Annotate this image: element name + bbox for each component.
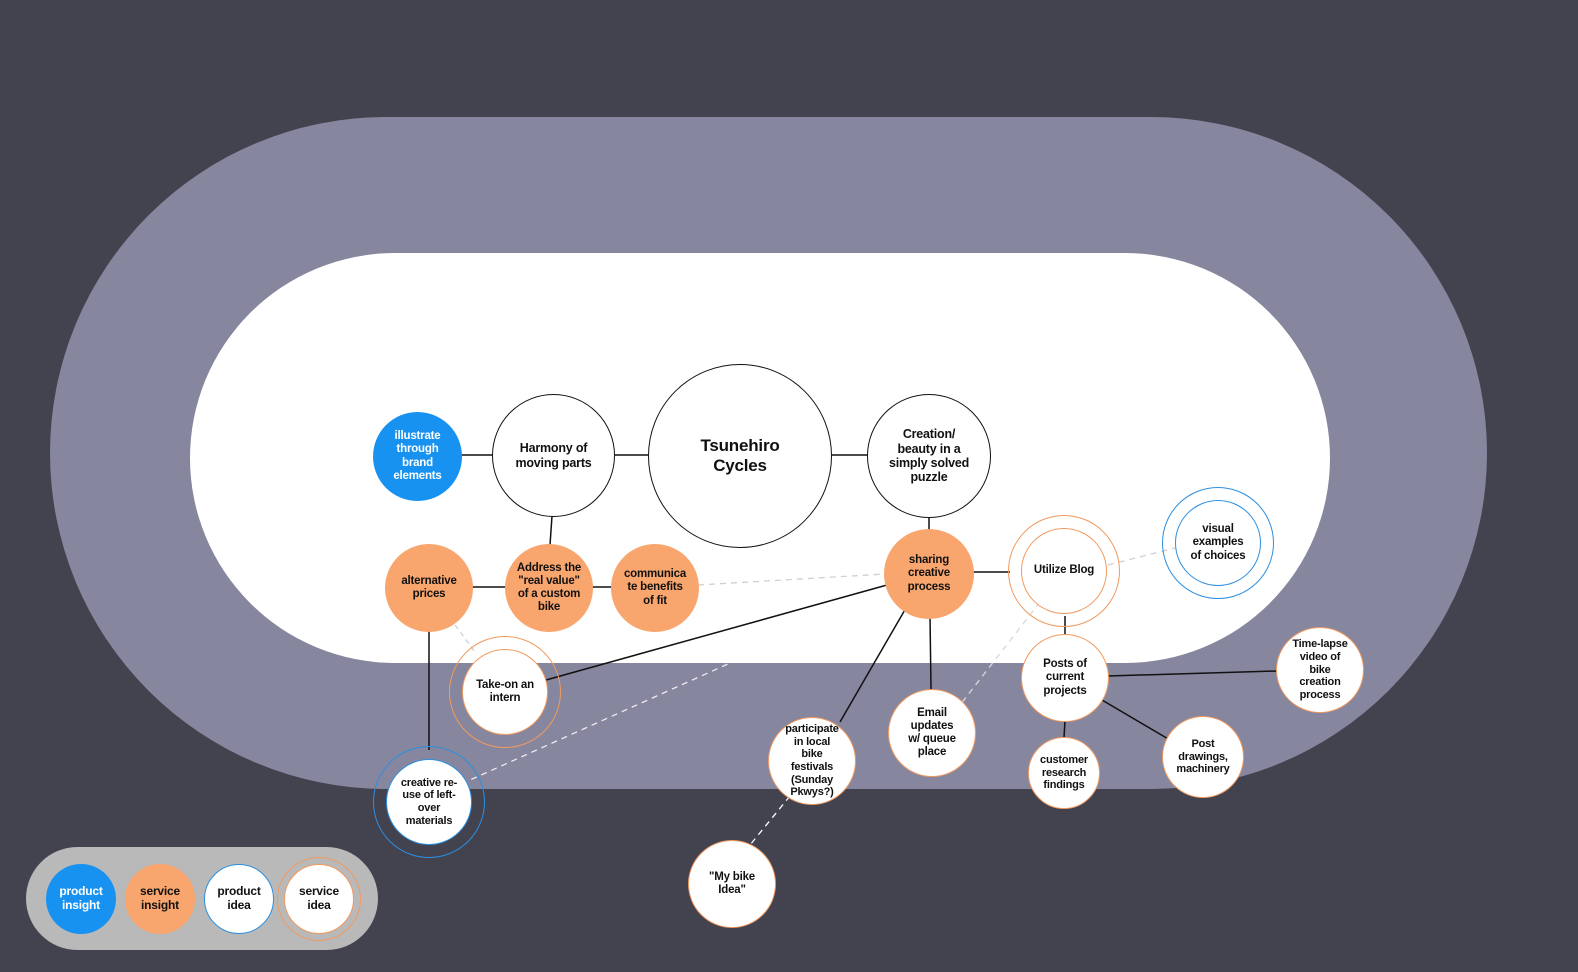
node-label: customer research findings (1040, 754, 1088, 792)
node-label: Creation/ beauty in a simply solved puzz… (888, 427, 970, 485)
node-timelapse-video[interactable]: Time-lapse video of bike creation proces… (1276, 627, 1364, 713)
legend-service-idea: service idea (284, 864, 354, 934)
link-sharing-intern (545, 584, 888, 681)
node-label: sharing creative process (907, 554, 951, 593)
node-label: participate in local bike festivals (Sun… (785, 723, 839, 799)
dash-festivals-mybike (749, 795, 791, 846)
node-creation-beauty[interactable]: Creation/ beauty in a simply solved puzz… (867, 394, 991, 518)
node-alternative-prices[interactable]: alternative prices (385, 544, 473, 632)
node-visual-examples[interactable]: visual examples of choices (1175, 500, 1261, 586)
node-bike-festivals[interactable]: participate in local bike festivals (Sun… (768, 717, 856, 805)
legend-label: service idea (299, 884, 339, 912)
dash-communicate-sharing (697, 573, 886, 586)
node-label: Posts of current projects (1043, 658, 1087, 697)
node-label: Tsunehiro Cycles (700, 436, 780, 475)
link-sharing-festivals (839, 607, 907, 723)
node-label: "My bike Idea" (708, 870, 756, 896)
node-label: alternative prices (401, 574, 457, 600)
node-label: Harmony of moving parts (515, 441, 592, 470)
node-email-updates[interactable]: Email updates w/ queue place (888, 689, 976, 777)
node-harmony-of-moving-parts[interactable]: Harmony of moving parts (492, 394, 615, 517)
node-label: creative re-use of left-over materials (400, 776, 458, 827)
dash-blog-visual (1107, 547, 1176, 566)
link-sharing-email (929, 614, 932, 691)
node-creative-reuse[interactable]: creative re-use of left-over materials (386, 759, 472, 845)
node-label: Address the "real value" of a custom bik… (516, 561, 582, 614)
node-tsunehiro-cycles[interactable]: Tsunehiro Cycles (648, 364, 832, 548)
legend-service-insight: service insight (125, 864, 195, 934)
node-my-bike-idea[interactable]: "My bike Idea" (688, 840, 776, 928)
node-label: visual examples of choices (1190, 523, 1246, 562)
node-label: Take-on an intern (476, 678, 534, 704)
node-posts-current-projects[interactable]: Posts of current projects (1021, 634, 1109, 722)
node-sharing-creative-process[interactable]: sharing creative process (884, 529, 974, 619)
legend-panel: product insight service insight product … (26, 847, 378, 950)
node-label: communica te benefits of fit (623, 568, 687, 607)
legend-label: service insight (140, 884, 180, 912)
node-post-drawings[interactable]: Post drawings, machinery (1162, 716, 1244, 798)
legend-product-idea: product idea (204, 864, 274, 934)
node-label: Utilize Blog (1033, 564, 1095, 577)
node-address-real-value[interactable]: Address the "real value" of a custom bik… (505, 544, 593, 632)
legend-label: product insight (59, 884, 103, 912)
dash-alt-intern (454, 624, 476, 653)
node-customer-research[interactable]: customer research findings (1028, 737, 1100, 809)
node-communicate-benefits[interactable]: communica te benefits of fit (611, 544, 699, 632)
link-harmony-address (549, 515, 553, 546)
node-label: Email updates w/ queue place (908, 706, 956, 759)
link-posts-research (1063, 719, 1066, 739)
legend-label: product idea (217, 884, 261, 912)
node-label: illustrate through brand elements (393, 430, 442, 482)
link-posts-drawings (1101, 699, 1171, 741)
node-label: Time-lapse video of bike creation proces… (1292, 638, 1348, 701)
link-posts-timelapse (1107, 670, 1278, 677)
legend-product-insight: product insight (46, 864, 116, 934)
node-label: Post drawings, machinery (1176, 738, 1230, 776)
node-utilize-blog[interactable]: Utilize Blog (1021, 528, 1107, 614)
node-illustrate-brand-elements[interactable]: illustrate through brand elements (373, 412, 462, 501)
node-take-on-intern[interactable]: Take-on an intern (462, 649, 548, 735)
